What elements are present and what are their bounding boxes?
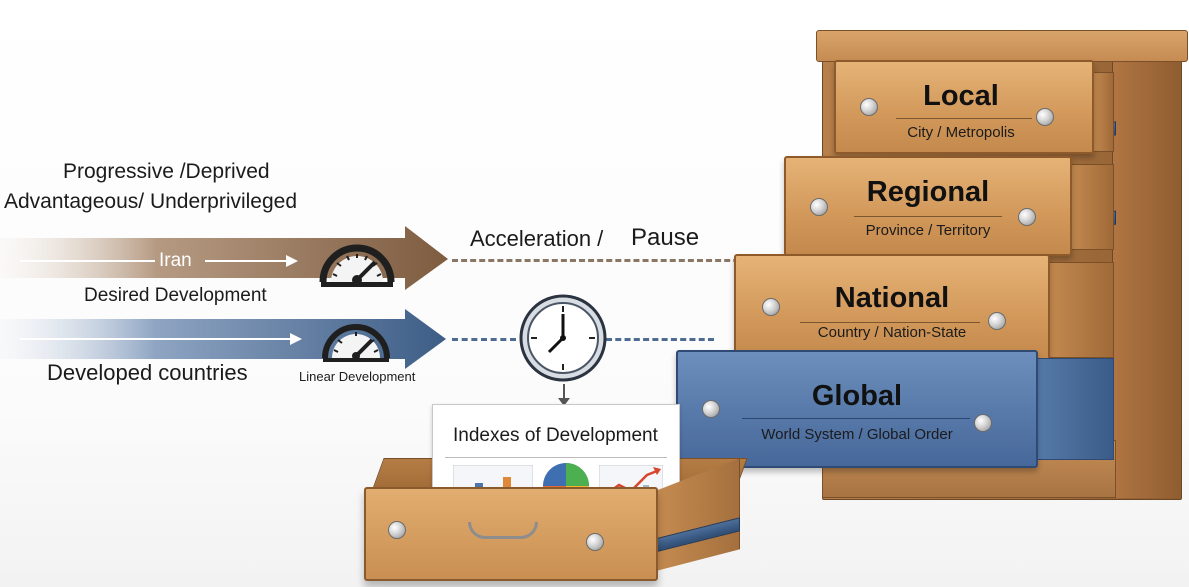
- drawer-underline: [854, 216, 1002, 217]
- indexes-drawer-front[interactable]: [364, 487, 658, 581]
- drawer-title-global: Global: [811, 380, 903, 412]
- drawer-knob: [860, 98, 878, 116]
- drawer-subtitle-regional: Province / Territory: [865, 222, 991, 239]
- drawer-knob: [988, 312, 1006, 330]
- drawer-local[interactable]: Local City / Metropolis: [834, 60, 1094, 154]
- dashed-connector-top: [452, 259, 830, 262]
- desired-development-caption: Desired Development: [84, 285, 267, 306]
- speedometer-icon: [318, 318, 394, 364]
- drawer-knob: [388, 521, 406, 539]
- drawer-knob: [586, 533, 604, 551]
- drawer-knob: [1018, 208, 1036, 226]
- drawer-title-regional: Regional: [866, 176, 990, 208]
- speedometer-icon: [315, 236, 399, 288]
- indexes-title: Indexes of Development: [453, 425, 658, 446]
- dashed-connector-bottom-right: [606, 338, 714, 341]
- drawer-knob: [762, 298, 780, 316]
- drawer-side-local: [1092, 72, 1114, 152]
- linear-development-caption: Linear Development: [299, 369, 416, 384]
- acceleration-label: Acceleration /: [470, 226, 604, 251]
- drawer-side-national: [1046, 262, 1114, 358]
- drawer-knob: [810, 198, 828, 216]
- drawer-regional[interactable]: Regional Province / Territory: [784, 156, 1072, 256]
- drawer-title-national: National: [834, 282, 950, 314]
- drawer-underline: [896, 118, 1032, 119]
- drawer-underline: [800, 322, 980, 323]
- drawer-subtitle-global: World System / Global Order: [761, 426, 953, 443]
- cabinet-side: [1112, 60, 1181, 498]
- category-label-progressive: Progressive /Deprived: [63, 160, 270, 183]
- drawer-handle[interactable]: [468, 522, 538, 539]
- drawer-side-regional: [1068, 164, 1114, 250]
- drawer-national[interactable]: National Country / Nation-State: [734, 254, 1050, 362]
- drawer-global[interactable]: Global World System / Global Order: [676, 350, 1038, 468]
- dashed-connector-bottom-left: [452, 338, 516, 341]
- clock-icon: [518, 292, 608, 384]
- iran-label: Iran: [159, 250, 192, 271]
- category-label-advantageous: Advantageous/ Underprivileged: [4, 190, 298, 213]
- drawer-title-local: Local: [923, 80, 999, 112]
- developed-countries-label: Developed countries: [47, 360, 248, 385]
- indexes-divider: [445, 457, 667, 458]
- drawer-underline: [742, 418, 970, 419]
- drawer-subtitle-national: Country / Nation-State: [817, 324, 967, 341]
- cabinet-top: [816, 30, 1188, 62]
- down-arrow-icon: [558, 384, 570, 408]
- drawer-knob: [1036, 108, 1054, 126]
- drawer-knob: [974, 414, 992, 432]
- drawer-subtitle-local: City / Metropolis: [907, 124, 1015, 141]
- drawer-knob: [702, 400, 720, 418]
- drawer-side-global: [1036, 358, 1114, 460]
- pause-label: Pause: [631, 224, 700, 251]
